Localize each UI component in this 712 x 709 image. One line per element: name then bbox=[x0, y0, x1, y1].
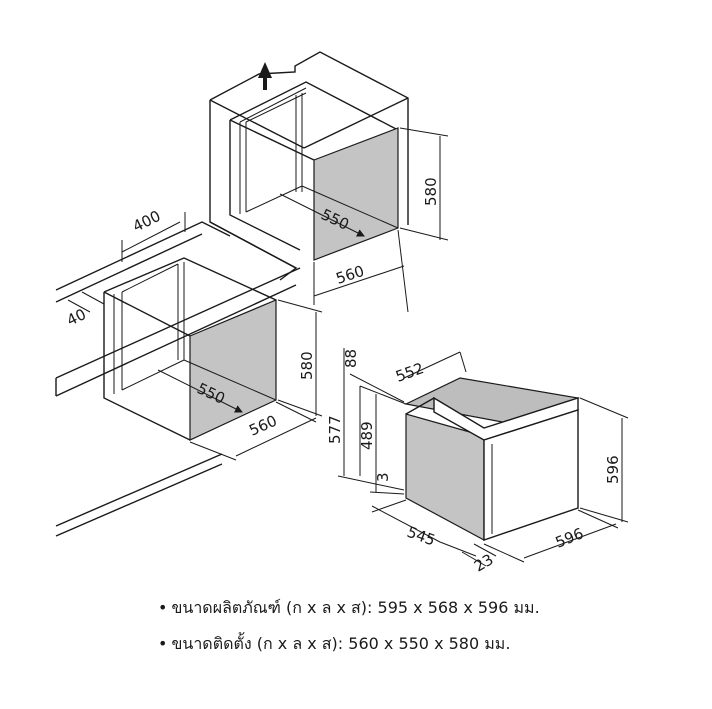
lower-cabinet-depth-label: 400 bbox=[130, 207, 164, 236]
oven-depth-label: 552 bbox=[393, 359, 426, 386]
installation-size-spec: •ขนาดติดตั้ง (ก x ล x ส): 560 x 550 x 58… bbox=[158, 632, 510, 657]
oven-cavity-height-label: 489 bbox=[358, 421, 376, 450]
lower-cabinet bbox=[55, 212, 323, 537]
lower-gap-label: 40 bbox=[64, 305, 89, 330]
installation-size-text: ขนาดติดตั้ง (ก x ล x ส): 560 x 550 x 580… bbox=[171, 634, 511, 653]
oven-body-depth-label: 545 bbox=[405, 523, 438, 550]
bullet-icon: • bbox=[158, 598, 168, 617]
oven-height-label: 596 bbox=[604, 455, 622, 484]
oven-top-offset-label: 88 bbox=[342, 349, 360, 368]
upper-height-label: 580 bbox=[422, 177, 440, 206]
oven-width-label: 596 bbox=[553, 524, 586, 551]
oven-bottom-gap-label: 3 bbox=[374, 472, 392, 482]
upper-cabinet bbox=[209, 51, 449, 313]
lower-width-label: 560 bbox=[246, 412, 279, 440]
oven-total-height-label: 577 bbox=[326, 415, 344, 444]
product-size-spec: •ขนาดผลิตภัณฑ์ (ก x ล x ส): 595 x 568 x … bbox=[158, 596, 540, 621]
oven-appliance bbox=[337, 348, 629, 567]
upper-width-label: 560 bbox=[334, 262, 367, 288]
lower-height-label: 580 bbox=[298, 351, 316, 380]
product-size-text: ขนาดผลิตภัณฑ์ (ก x ล x ส): 595 x 568 x 5… bbox=[171, 598, 540, 617]
bullet-icon: • bbox=[158, 634, 168, 653]
ventilation-arrow-icon bbox=[258, 62, 272, 90]
